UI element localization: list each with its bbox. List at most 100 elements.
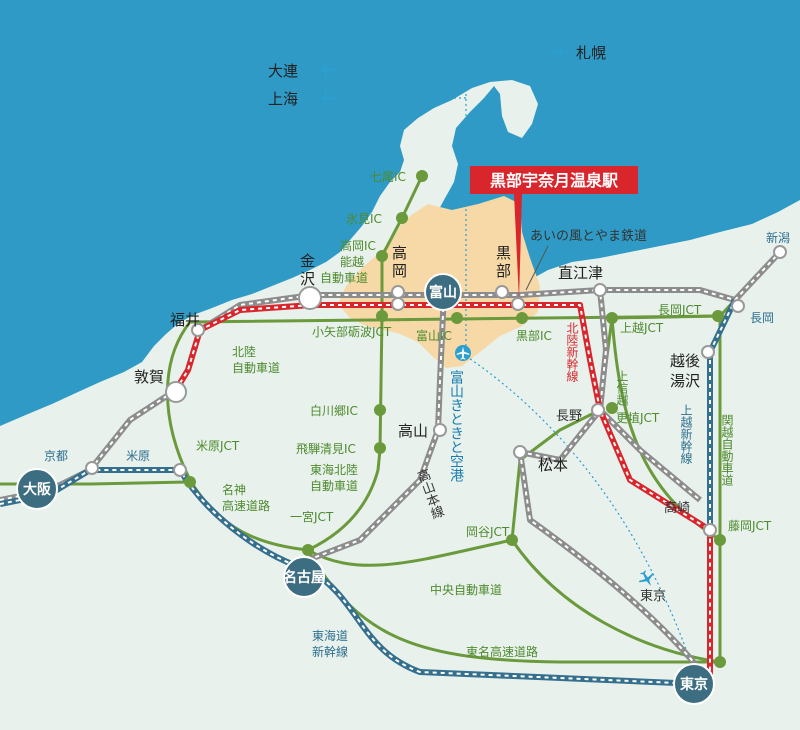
nagoya-hub — [283, 556, 325, 598]
tokaido-shinkansen — [0, 467, 701, 687]
tokyo-air-label: 東京 — [640, 588, 666, 604]
nagano-label: 長野 — [556, 409, 582, 424]
sapporo-label: 札幌 — [576, 44, 606, 62]
takaoka-station-dot — [391, 285, 405, 299]
chuo-label: 中央自動車道 — [430, 582, 502, 597]
niigata-dot — [773, 245, 787, 259]
naoetsu-label: 直江津 — [558, 264, 603, 282]
hida-kiyomi-ic-dot — [374, 442, 386, 454]
joetsu-jct-dot — [606, 312, 618, 324]
nanao-ic-dot — [416, 170, 428, 182]
tokaido-label-1: 東海道 — [312, 628, 348, 643]
takasaki-label: 高崎 — [664, 500, 690, 516]
hub-stations — [16, 273, 715, 705]
fujioka-label: 藤岡JCT — [728, 519, 772, 533]
kurobe-label-1: 黒 — [496, 244, 511, 262]
takayama-main-label: 高山本線 — [413, 467, 446, 522]
noetsu-label-1: 能越 — [340, 255, 364, 269]
tsuruga-label: 敦賀 — [134, 368, 164, 386]
toyama-airport-marker — [455, 345, 471, 361]
kurobe-label-2: 部 — [496, 262, 511, 280]
air-routes — [330, 51, 691, 661]
nagaoka-label: 長岡 — [750, 311, 774, 325]
takaoka-label-1: 高 — [392, 244, 407, 262]
tomei-label: 東名高速道路 — [466, 644, 538, 659]
kyoto-label: 京都 — [44, 449, 68, 463]
highlight-callout: 黒部宇奈月温泉駅 — [470, 166, 638, 300]
kyoto-dot — [85, 461, 99, 475]
maibara-dot — [173, 463, 187, 477]
tokyo-hub — [673, 663, 715, 705]
ichinomiya-jct-dot — [302, 544, 314, 556]
nagano-dot — [591, 403, 605, 417]
chuo-east — [510, 538, 722, 664]
matsumoto-label: 松本 — [538, 456, 568, 474]
nagaoka-jct-label: 長岡JCT — [658, 303, 702, 317]
joetsu-jct-label: 上越JCT — [620, 321, 664, 335]
takayama-label: 高山 — [398, 422, 428, 440]
tokai-hokuriku-label-2: 自動車道 — [310, 479, 358, 493]
kanetsu-label: 関越自動車道 — [720, 414, 734, 486]
nanao-ic-label: 七尾IC — [370, 170, 406, 184]
hokuriku-shinkansen-dash — [175, 304, 711, 684]
kanazawa-label-2: 沢 — [300, 270, 315, 288]
kurobe-ic-label: 黒部IC — [516, 328, 552, 343]
maibara-jct-label: 米原JCT — [196, 439, 240, 453]
tokaido-label-2: 新幹線 — [312, 644, 348, 659]
echigo-label-1: 越後 — [670, 352, 700, 370]
toyama-airport-label: 富山きときと空港 — [448, 369, 464, 482]
interchange-dots — [184, 170, 726, 668]
oyabe-jct-dot — [376, 310, 388, 322]
hokuriku-shinkansen-label: 北陸新幹線 — [565, 322, 579, 382]
tokai-hokuriku-label-1: 東海北陸 — [310, 462, 358, 477]
maibara-jct-dot — [184, 476, 196, 488]
echigo-label-2: 湯沢 — [670, 372, 700, 390]
takaoka-ic-dot — [376, 250, 388, 262]
kurobe-station-dot — [495, 285, 509, 299]
ainokaze-leader — [525, 245, 549, 291]
osaka-hub-label: 大阪 — [23, 481, 52, 498]
joetsu-shinkansen-label: 上越新幹線 — [679, 404, 693, 464]
maibara-label: 米原 — [126, 449, 150, 463]
kurobe-ic-dot — [516, 312, 528, 324]
ichinomiya-label: 一宮JCT — [290, 509, 334, 524]
hokuriku-exp-label-2: 自動車道 — [232, 361, 280, 375]
takaoka-label-2: 岡 — [392, 262, 407, 280]
niigata-label: 新潟 — [766, 230, 790, 245]
fukui-dot — [191, 323, 205, 337]
tokyo-hub-label: 東京 — [680, 676, 708, 693]
okaya-jct-dot — [506, 534, 518, 546]
oyabe-label: 小矢部砺波JCT — [312, 324, 392, 339]
kanazawa-circle — [298, 286, 322, 310]
shanghai-label: 上海 — [268, 90, 298, 108]
kanazawa-label-1: 金 — [300, 252, 315, 270]
okaya-label: 岡谷JCT — [466, 525, 510, 539]
himi-ic-label: 氷見IC — [346, 212, 382, 226]
toyama-ic-label: 富山IC — [416, 328, 452, 343]
shirakawago-label: 白川郷IC — [310, 403, 358, 418]
nagaoka-jct-dot — [712, 310, 724, 322]
koshoku-label: 更埴JCT — [616, 410, 660, 425]
highlight-box — [470, 166, 638, 194]
naoetsu-dot — [593, 283, 607, 297]
tokyo-jct-dot — [714, 656, 726, 668]
hokuriku-exp-label-1: 北陸 — [232, 345, 256, 359]
shin-takaoka-dot — [391, 297, 405, 311]
kurobe-unazuki-dot — [511, 297, 525, 311]
chuo-joshinetsu — [510, 314, 722, 542]
plane-tokyo-icon — [635, 567, 659, 591]
echigo-yuzawa-dot — [701, 345, 715, 359]
fujioka-jct-dot — [714, 534, 726, 546]
dalian-label: 大連 — [268, 62, 298, 80]
meishin-label-2: 高速道路 — [222, 498, 270, 513]
highlight-pointer — [514, 194, 522, 300]
chuo-line — [517, 451, 703, 672]
takaoka-ic-label: 高岡IC — [340, 238, 376, 253]
noetsu-road — [380, 174, 424, 318]
joshinetsu-label: 上信越 — [615, 370, 629, 407]
station-dots — [85, 245, 787, 537]
tsuruga-circle — [165, 381, 187, 403]
koshoku-jct-dot — [606, 402, 618, 414]
